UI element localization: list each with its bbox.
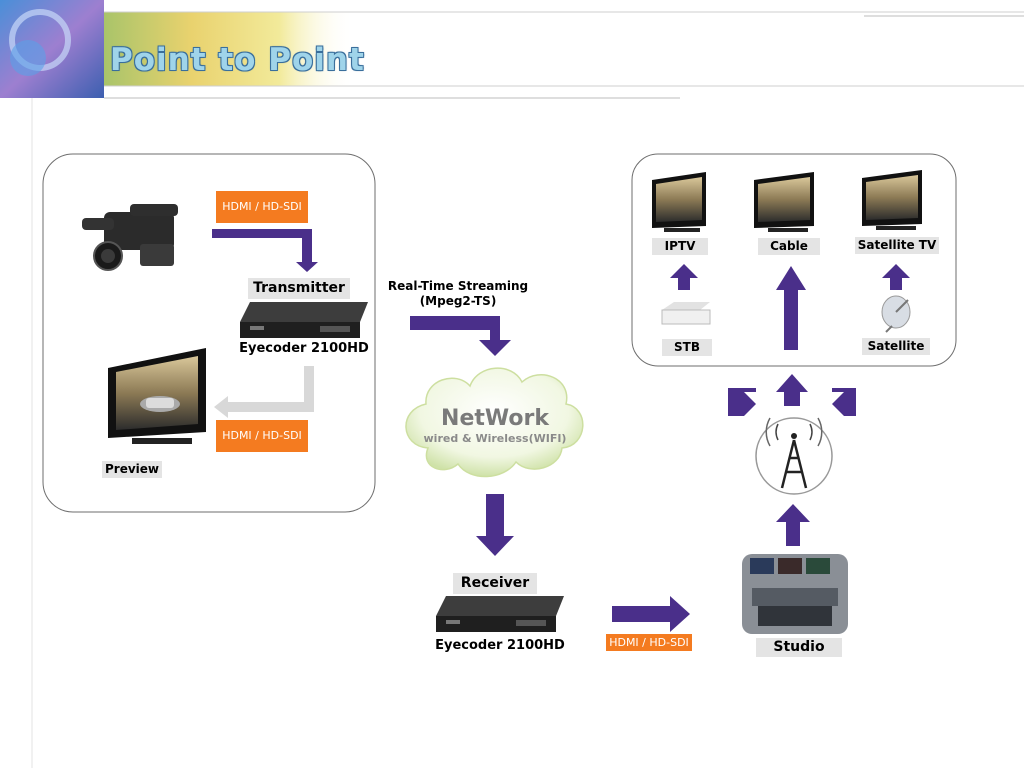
receiver-device-name: Eyecoder 2100HD	[435, 638, 565, 653]
input-signal-badge: HDMI / HD-SDI	[216, 191, 308, 223]
satellite-tv-icon	[862, 170, 922, 230]
slide-title: Point to Point	[110, 42, 365, 78]
arrow-network-to-receiver	[476, 494, 514, 556]
iptv-label: IPTV	[652, 238, 708, 255]
network-title: NetWork	[441, 406, 549, 431]
preview-label: Preview	[102, 461, 162, 478]
studio-label: Studio	[756, 638, 842, 657]
arrow-studio-to-tower	[776, 504, 810, 546]
satellite-label: Satellite	[862, 338, 930, 355]
broadcast-tower-icon	[755, 417, 833, 495]
iptv-tv-icon	[652, 172, 706, 232]
receiver-device-icon	[436, 596, 564, 632]
arrow-tower-right	[832, 388, 856, 416]
arrow-camera-to-transmitter	[212, 229, 318, 272]
transmitter-device-icon	[240, 302, 368, 338]
studio-icon	[742, 554, 848, 634]
network-cloud-icon	[405, 367, 584, 478]
transmitter-device-name: Eyecoder 2100HD	[239, 341, 369, 356]
transmitter-label: Transmitter	[248, 278, 350, 299]
receiver-output-badge: HDMI / HD-SDI	[606, 634, 692, 651]
cable-tv-icon	[754, 172, 814, 232]
arrow-receiver-to-studio	[612, 596, 690, 632]
arrow-tower-center	[776, 374, 808, 406]
stb-device-icon	[661, 302, 711, 325]
stream-caption-line1: Real-Time Streaming	[387, 279, 529, 293]
satellite-dish-icon	[881, 295, 911, 333]
camcorder-icon	[82, 204, 178, 271]
arrow-stb-to-iptv	[670, 264, 698, 290]
receiver-label: Receiver	[453, 573, 537, 594]
arrow-tower-left	[728, 388, 756, 416]
stream-caption-line2: (Mpeg2-TS)	[419, 294, 497, 308]
network-subtitle: wired & Wireless(WIFI)	[423, 432, 567, 445]
output-signal-badge: HDMI / HD-SDI	[216, 420, 308, 452]
stb-label: STB	[662, 339, 712, 356]
satellite-tv-label: Satellite TV	[855, 237, 939, 254]
arrow-tower-to-cable	[776, 266, 806, 350]
cable-label: Cable	[758, 238, 820, 255]
arrow-transmitter-to-preview	[214, 366, 314, 418]
arrow-stream-to-network	[410, 316, 511, 356]
preview-tv-icon	[108, 348, 206, 444]
arrow-satellite-to-satellite-tv	[882, 264, 910, 290]
